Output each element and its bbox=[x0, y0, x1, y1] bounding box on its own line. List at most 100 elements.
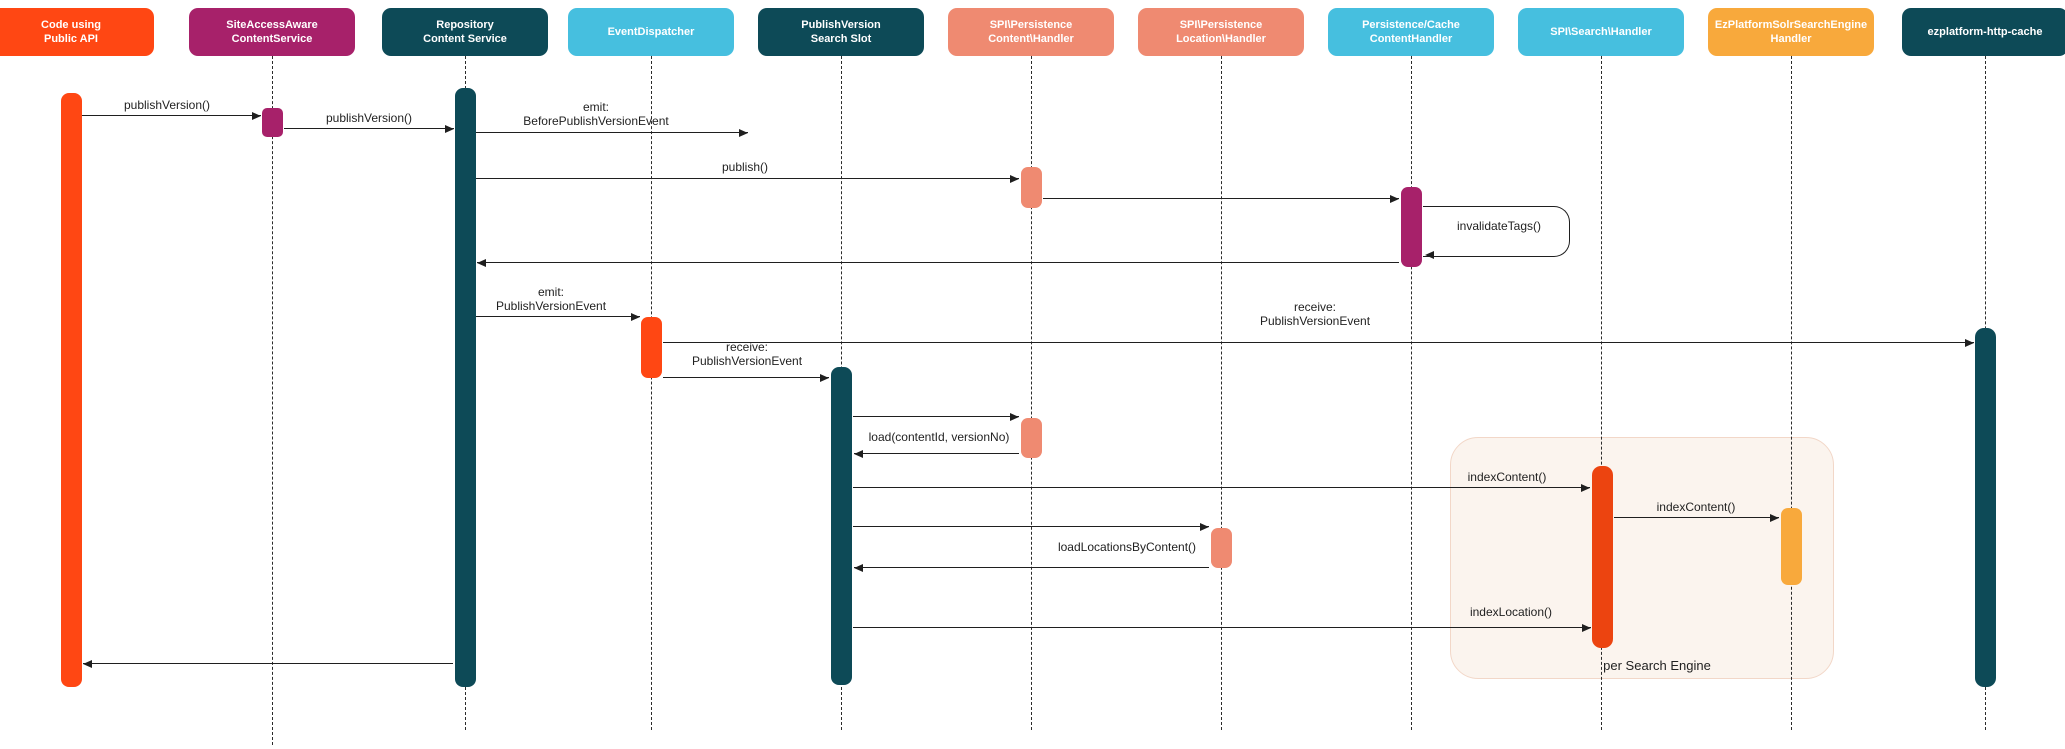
message-label: emit:PublishVersionEvent bbox=[496, 285, 606, 313]
message-arrow bbox=[854, 567, 1209, 568]
message-arrow bbox=[853, 627, 1591, 628]
arrowhead-icon bbox=[1010, 413, 1019, 421]
arrowhead-icon bbox=[1390, 195, 1399, 203]
actor-label: Location\Handler bbox=[1176, 33, 1266, 45]
message-label-line: PublishVersionEvent bbox=[495, 299, 607, 313]
message-label: indexLocation() bbox=[1470, 605, 1552, 619]
arrowhead-icon bbox=[477, 259, 486, 267]
message-arrow bbox=[476, 178, 1019, 179]
message-arrow bbox=[477, 262, 1399, 263]
message-arrow bbox=[476, 132, 748, 133]
actor-box-eventdispatcher: EventDispatcher bbox=[568, 8, 734, 56]
actor-label: Search Slot bbox=[810, 33, 872, 45]
actor-label: SiteAccessAware bbox=[226, 19, 318, 31]
activation-bar-persistence-cache-contenthandler bbox=[1400, 187, 1422, 267]
message-label: load(contentId, versionNo) bbox=[869, 430, 1010, 444]
activation-bar-siteaccessaware-contentservice bbox=[261, 108, 283, 137]
activation-bar-publishversion-search-slot bbox=[830, 367, 852, 685]
message-label-line: publish() bbox=[721, 160, 769, 174]
self-message-loop bbox=[1423, 206, 1570, 257]
lifeline-ezplatformsolrsearchengine-handler bbox=[1790, 56, 1792, 730]
arrowhead-icon bbox=[1425, 251, 1434, 259]
lifeline-spi-persistence-location-handler bbox=[1220, 56, 1222, 730]
activation-bar-eventdispatcher bbox=[640, 317, 662, 378]
arrowhead-icon bbox=[820, 374, 829, 382]
message-arrow bbox=[853, 487, 1590, 488]
arrowhead-icon bbox=[631, 313, 640, 321]
message-label-line: emit: bbox=[582, 100, 609, 114]
actor-box-spi-search-handler: SPI\Search\Handler bbox=[1518, 8, 1684, 56]
message-arrow bbox=[284, 128, 454, 129]
self-message-label: invalidateTags() bbox=[1457, 219, 1541, 233]
actor-label: SPI\Persistence bbox=[1179, 19, 1263, 31]
message-label: indexContent() bbox=[1657, 500, 1736, 514]
message-label: emit:BeforePublishVersionEvent bbox=[523, 100, 668, 128]
message-label-line: publishVersion() bbox=[123, 98, 211, 112]
arrowhead-icon bbox=[1770, 514, 1779, 522]
activation-bar-code-using-public-api bbox=[60, 93, 82, 687]
actor-label: Public API bbox=[44, 33, 98, 45]
message-label: loadLocationsByContent() bbox=[1058, 540, 1196, 554]
lifeline-eventdispatcher bbox=[650, 56, 652, 730]
actor-label: Persistence/Cache bbox=[1362, 19, 1460, 31]
actor-label: Content Service bbox=[423, 33, 507, 45]
arrowhead-icon bbox=[1200, 523, 1209, 531]
message-label: indexContent() bbox=[1468, 470, 1547, 484]
message-arrow bbox=[663, 342, 1974, 343]
actor-label: EventDispatcher bbox=[607, 26, 695, 38]
message-arrow bbox=[854, 453, 1019, 454]
per-search-engine-label: per Search Engine bbox=[1603, 658, 1711, 673]
message-label: receive:PublishVersionEvent bbox=[692, 340, 802, 368]
message-label-line: publishVersion() bbox=[325, 111, 413, 125]
activation-bar-repository-content-service bbox=[454, 88, 476, 687]
message-label-line: PublishVersionEvent bbox=[1259, 314, 1371, 328]
message-label-line: indexLocation() bbox=[1469, 605, 1553, 619]
message-label: publishVersion() bbox=[124, 98, 210, 112]
message-label-line: BeforePublishVersionEvent bbox=[523, 114, 669, 128]
message-arrow bbox=[1614, 517, 1779, 518]
message-arrow bbox=[853, 416, 1019, 417]
actor-label: EzPlatformSolrSearchEngine bbox=[1714, 19, 1868, 31]
message-label-line: receive: bbox=[725, 340, 769, 354]
lifeline-persistence-cache-contenthandler bbox=[1410, 56, 1412, 730]
arrowhead-icon bbox=[854, 564, 863, 572]
arrowhead-icon bbox=[1010, 175, 1019, 183]
arrowhead-icon bbox=[1582, 624, 1591, 632]
message-arrow bbox=[83, 663, 453, 664]
actor-label: Handler bbox=[1770, 33, 1812, 45]
actor-label: ContentHandler bbox=[1369, 33, 1453, 45]
lifeline-spi-search-handler bbox=[1600, 56, 1602, 730]
arrowhead-icon bbox=[445, 125, 454, 133]
actor-label: SPI\Persistence bbox=[989, 19, 1073, 31]
arrowhead-icon bbox=[739, 129, 748, 137]
arrowhead-icon bbox=[1965, 339, 1974, 347]
message-label: receive:PublishVersionEvent bbox=[1260, 300, 1370, 328]
message-label-line: load(contentId, versionNo) bbox=[868, 430, 1010, 444]
actor-label: Content\Handler bbox=[988, 33, 1074, 45]
message-arrow bbox=[1043, 198, 1399, 199]
arrowhead-icon bbox=[252, 112, 261, 120]
actor-label: PublishVersion bbox=[801, 19, 881, 31]
message-label-line: invalidateTags() bbox=[1456, 219, 1542, 233]
message-label-line: indexContent() bbox=[1656, 500, 1736, 514]
actor-label: Repository bbox=[436, 19, 494, 31]
actor-box-ezplatform-http-cache: ezplatform-http-cache bbox=[1902, 8, 2065, 56]
actor-label: ContentService bbox=[231, 33, 313, 45]
lifeline-spi-persistence-content-handler bbox=[1030, 56, 1032, 730]
actor-label: Code using bbox=[41, 19, 101, 31]
activation-bar-ezplatformsolrsearchengine-handler bbox=[1780, 508, 1802, 585]
message-arrow bbox=[82, 115, 261, 116]
message-label-line: PublishVersionEvent bbox=[691, 354, 803, 368]
activation-bar-spi-persistence-content-handler bbox=[1020, 418, 1042, 458]
message-label-line: receive: bbox=[1293, 300, 1337, 314]
message-arrow bbox=[476, 316, 640, 317]
message-arrow bbox=[663, 377, 829, 378]
